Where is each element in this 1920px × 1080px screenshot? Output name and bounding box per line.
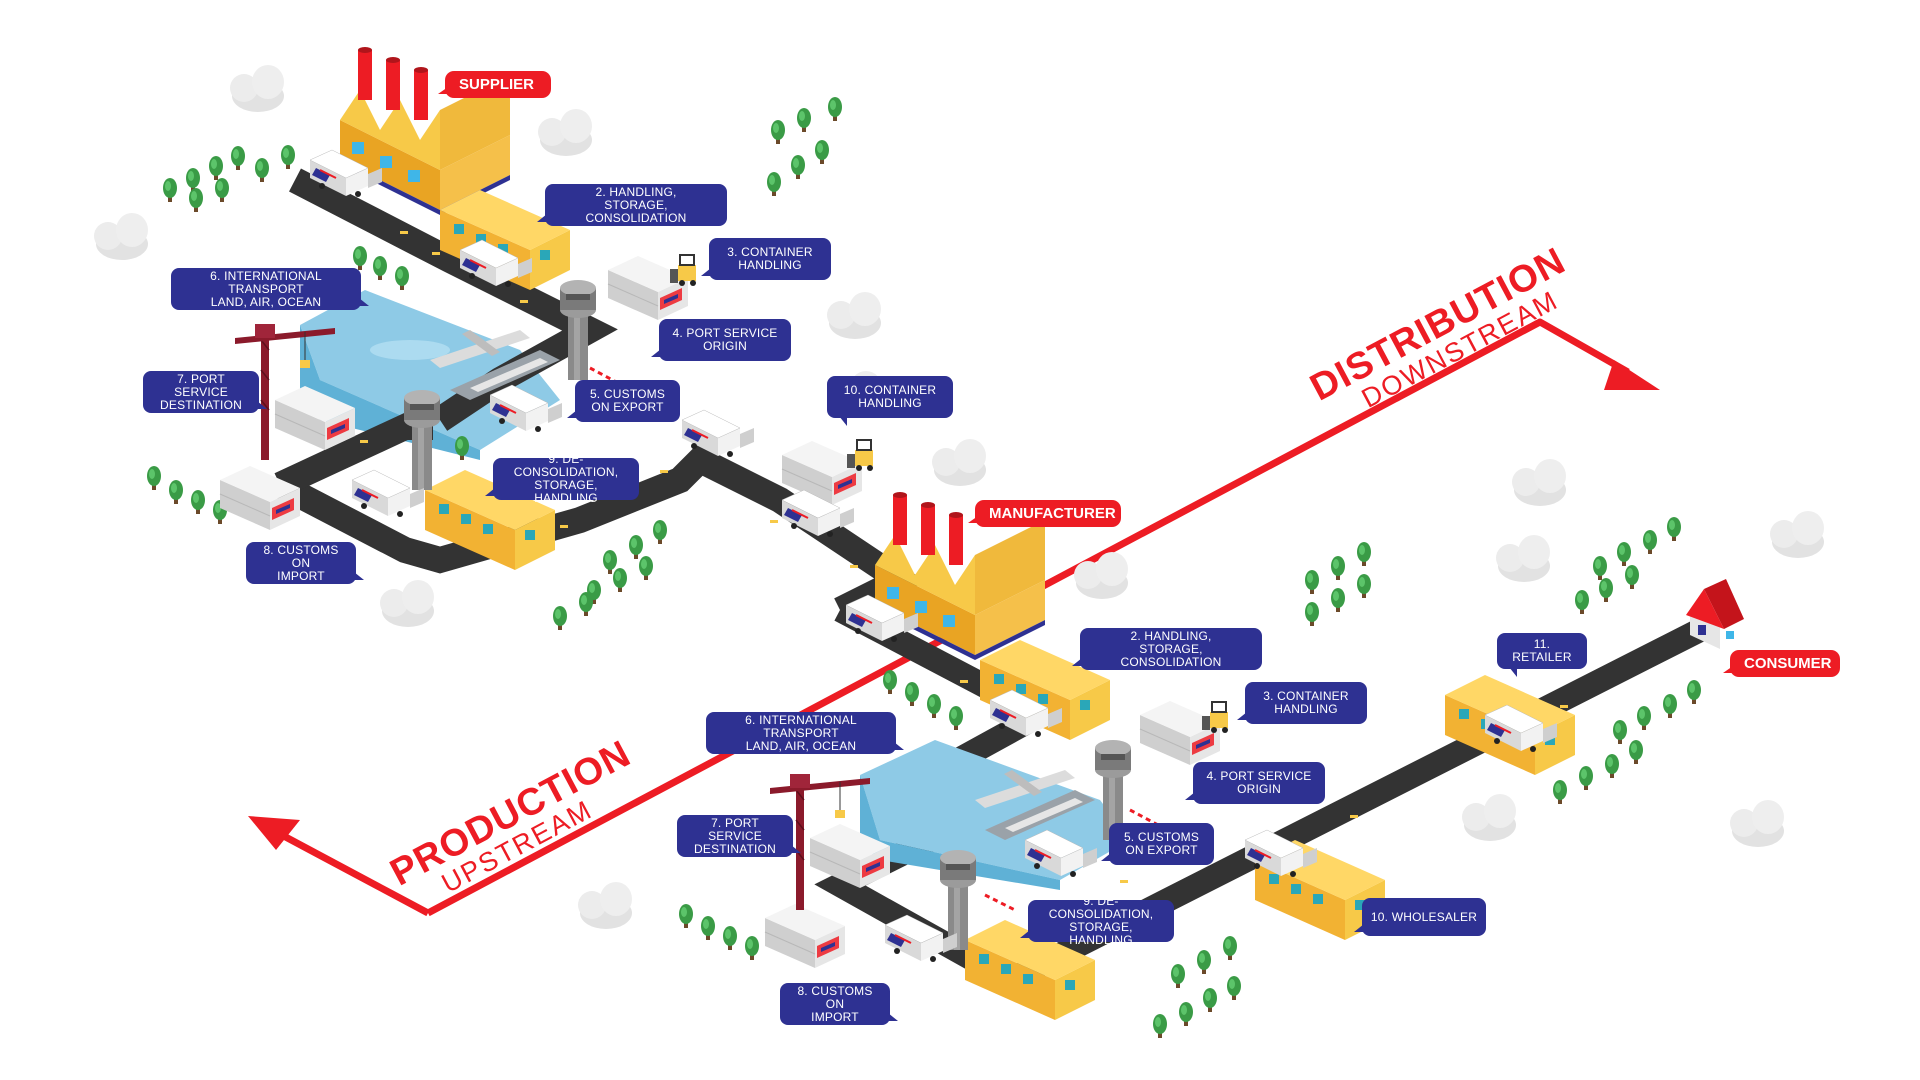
step-text: 9. DE-CONSOLIDATION, [1048,894,1154,921]
step-label-port-service-destination-top: 7. PORT SERVICE DESTINATION [143,371,267,413]
step-text: ORIGIN [1237,782,1281,796]
step-text: DESTINATION [160,397,242,412]
step-text: 8. CUSTOMS ON [263,542,339,570]
step-label-customs-export-top: 5. CUSTOMS ON EXPORT [567,380,680,422]
step-text: 4. PORT SERVICE [1206,769,1312,783]
step-text: 6. INTERNATIONAL TRANSPORT [745,712,857,740]
step-label-customs-export-bottom: 5. CUSTOMS ON EXPORT [1101,823,1214,865]
step-text: 5. CUSTOMS [1123,830,1200,844]
plane-ship-top [430,330,560,400]
step-text: STORAGE, HANDLING [1069,920,1133,947]
step-text: ORIGIN [703,339,747,353]
step-text: 5. CUSTOMS [589,387,666,401]
step-label-container-handling-10-top: 10. CONTAINER HANDLING [827,376,953,426]
step-text: IMPORT [811,1009,859,1024]
step-label-customs-import-bottom: 8. CUSTOMS ON IMPORT [780,983,898,1025]
step-text: HANDLING [858,396,922,410]
step-label-container-handling-top: 3. CONTAINER HANDLING [701,238,831,280]
step-label-port-service-origin-bottom: 4. PORT SERVICE ORIGIN [1185,762,1325,804]
step-text: HANDLING [1274,702,1338,716]
step-text: 10. WHOLESALER [1370,909,1478,924]
consumer-tag: CONSUMER [1723,650,1840,677]
step-label-wholesaler: 10. WHOLESALER [1354,898,1486,936]
step-label-handling-storage-top: 2. HANDLING, STORAGE, CONSOLIDATION [537,184,727,226]
step-text: 10. CONTAINER [843,383,937,397]
plane-ship-bottom [975,770,1095,840]
step-text: 7. PORT SERVICE [174,371,228,399]
step-label-deconsolidation-bottom: 9. DE-CONSOLIDATION, STORAGE, HANDLING [1020,895,1174,947]
step-label-handling-storage-bottom: 2. HANDLING, STORAGE, CONSOLIDATION [1072,628,1262,670]
step-label-port-service-origin-top: 4. PORT SERVICE ORIGIN [651,319,791,361]
step-text: 7. PORT SERVICE [708,815,762,843]
step-text: 4. PORT SERVICE [672,326,778,340]
step-text: STORAGE, CONSOLIDATION [1120,641,1222,669]
step-text: 2. HANDLING, [1130,628,1212,643]
step-text: ON EXPORT [1125,843,1198,857]
step-text: 3. CONTAINER [1263,689,1349,703]
manufacturer-tag: MANUFACTURER [968,500,1121,527]
step-text: 2. HANDLING, [595,184,677,199]
step-text: LAND, AIR, OCEAN [745,738,857,753]
step-label-international-transport-top: 6. INTERNATIONAL TRANSPORT LAND, AIR, OC… [171,268,369,310]
step-text: STORAGE, HANDLING [534,478,598,505]
step-label-deconsolidation-top: 9. DE-CONSOLIDATION, STORAGE, HANDLING [485,453,639,505]
step-text: 9. DE-CONSOLIDATION, [513,452,619,479]
step-label-port-service-destination-bottom: 7. PORT SERVICE DESTINATION [677,815,801,857]
step-label-customs-import-top: 8. CUSTOMS ON IMPORT [246,542,364,584]
step-text: 6. INTERNATIONAL TRANSPORT [210,268,322,296]
step-text: 8. CUSTOMS ON [797,983,873,1011]
step-text: LAND, AIR, OCEAN [210,294,322,309]
step-label-container-handling-bottom: 3. CONTAINER HANDLING [1237,682,1367,724]
step-text: STORAGE, CONSOLIDATION [585,197,687,225]
step-text: IMPORT [277,568,325,583]
step-text: HANDLING [738,258,802,272]
supplier-tag: SUPPLIER [438,71,551,98]
step-label-international-transport-bottom: 6. INTERNATIONAL TRANSPORT LAND, AIR, OC… [706,712,904,754]
step-text: 3. CONTAINER [727,245,813,259]
step-label-retailer: 11. RETAILER [1497,633,1587,677]
step-text: ON EXPORT [591,400,664,414]
step-text: 11. RETAILER [1512,637,1572,664]
step-text: DESTINATION [694,841,776,856]
